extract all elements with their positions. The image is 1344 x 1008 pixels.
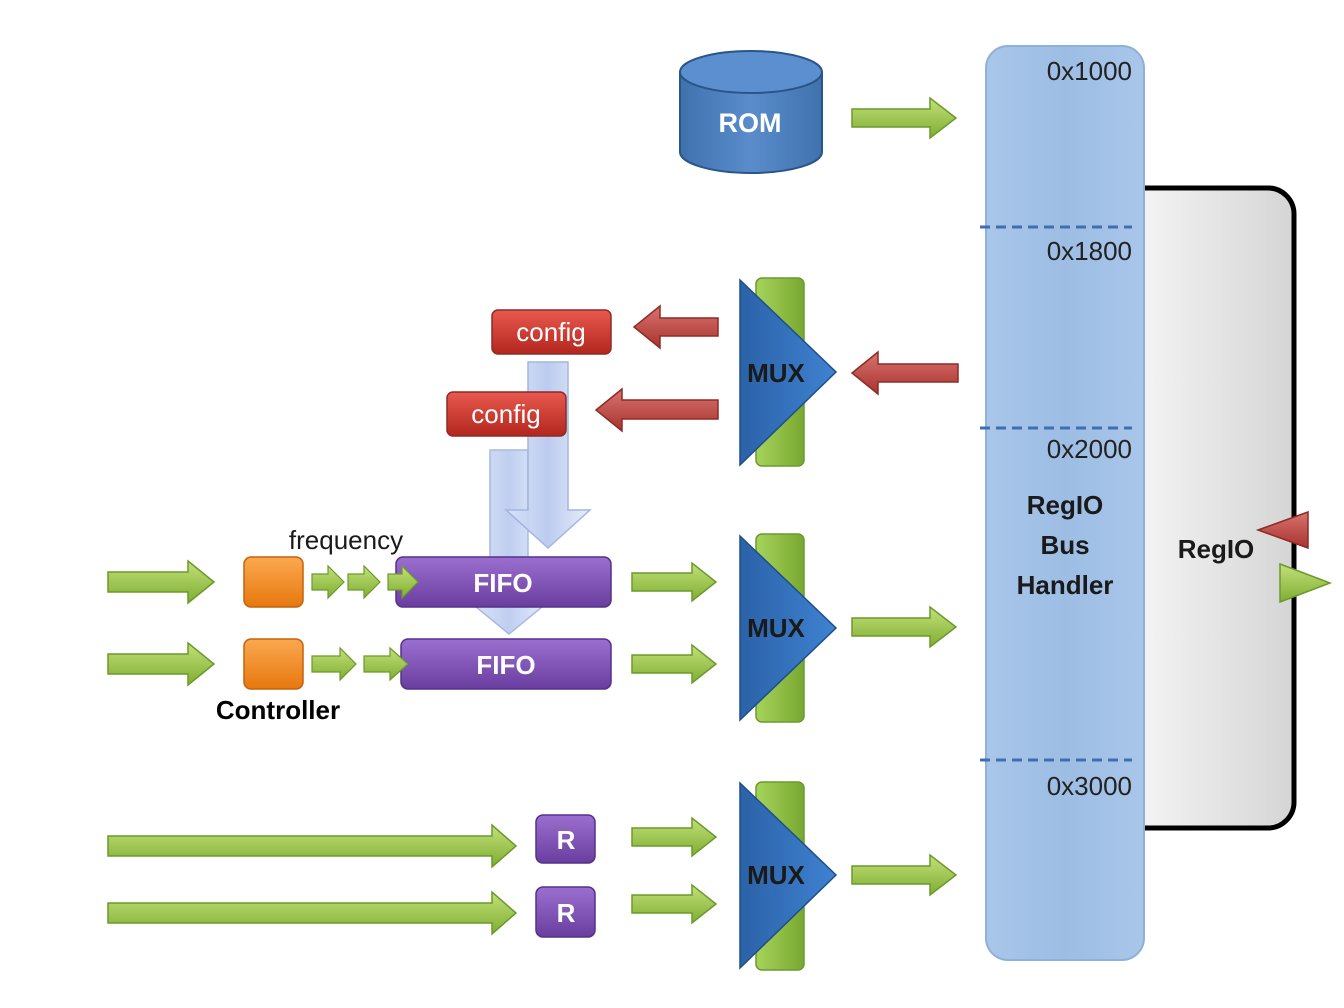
- address-label: 0x2000: [1047, 434, 1132, 464]
- bus-handler-label-line: RegIO: [1027, 490, 1104, 520]
- mux-to-config-arrow: [632, 304, 719, 350]
- controller-block: [243, 638, 304, 690]
- mux-triangle: [739, 278, 838, 467]
- register-label: R: [557, 825, 576, 855]
- register-label: R: [557, 898, 576, 928]
- controller-to-fifo-arrow: [347, 564, 381, 600]
- mux-to-bus-arrow: [851, 605, 958, 649]
- controller-to-fifo-arrow: [311, 646, 357, 682]
- bus-handler: [985, 45, 1145, 961]
- regio-input-triangle-red: [1255, 510, 1309, 550]
- register-input-arrow: [107, 823, 518, 869]
- rom-cylinder: [679, 50, 823, 174]
- rom-label: ROM: [719, 108, 782, 138]
- register-to-mux-arrow: [631, 883, 718, 925]
- regio-label: RegIO: [1178, 534, 1255, 564]
- address-label: 0x3000: [1047, 771, 1132, 801]
- register-block: [535, 886, 596, 938]
- bus-handler-label-line: Handler: [1017, 570, 1114, 600]
- controller-to-fifo-arrow: [363, 646, 409, 682]
- controller-to-fifo-arrow: [387, 564, 419, 600]
- controller-to-fifo-arrow: [311, 564, 345, 600]
- config-block: [491, 309, 612, 355]
- address-label: 0x1800: [1047, 236, 1132, 266]
- rom-to-bus-arrow: [851, 96, 958, 140]
- address-label: 0x1000: [1047, 56, 1132, 86]
- bus-to-mux-arrow: [850, 350, 959, 396]
- register-to-mux-arrow: [631, 816, 718, 858]
- fifo-to-mux-arrow: [631, 561, 718, 603]
- mux-to-config-arrow: [594, 387, 719, 433]
- mux-label: MUX: [747, 358, 805, 388]
- mux-label: MUX: [747, 613, 805, 643]
- register-input-arrow: [107, 890, 518, 936]
- mux-triangle: [739, 781, 838, 970]
- mux-triangle: [739, 534, 838, 722]
- config-label: config: [471, 399, 540, 429]
- config-label: config: [516, 317, 585, 347]
- register-block: [535, 814, 596, 864]
- input-arrow: [107, 641, 216, 687]
- config-to-fifo-arrow: [504, 361, 592, 550]
- bus-handler-label-line: Bus: [1040, 530, 1089, 560]
- fifo-label: FIFO: [473, 568, 532, 598]
- mux-label: MUX: [747, 860, 805, 890]
- fifo-to-mux-arrow: [631, 643, 718, 685]
- controller-block: [243, 556, 304, 608]
- config-block: [446, 391, 567, 437]
- input-arrow: [107, 559, 216, 605]
- fifo-label: FIFO: [476, 650, 535, 680]
- frequency-label: frequency: [289, 525, 403, 555]
- regio-output-triangle-green: [1279, 562, 1333, 604]
- mux-to-bus-arrow: [851, 853, 958, 897]
- controller-label: Controller: [216, 695, 340, 725]
